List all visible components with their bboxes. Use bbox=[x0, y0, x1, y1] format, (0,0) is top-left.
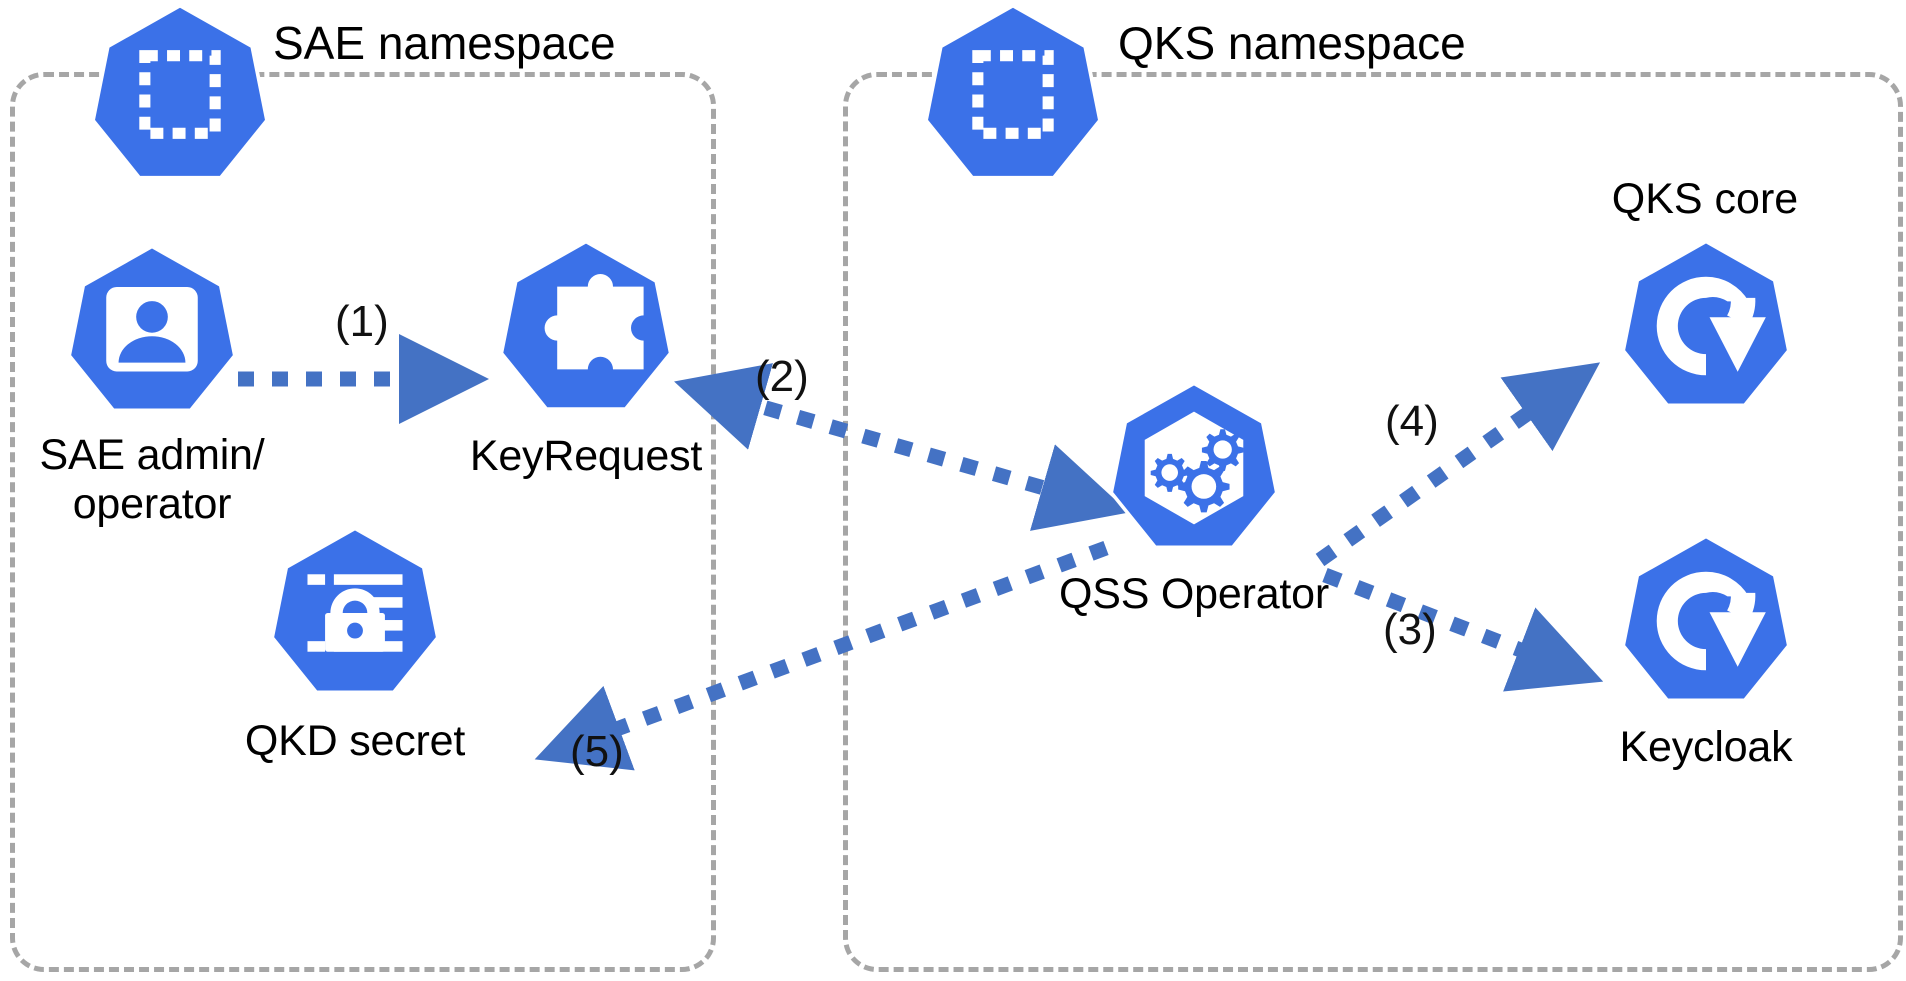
namespace-title-qks: QKS namespace bbox=[1118, 17, 1466, 69]
namespace-title-sae: SAE namespace bbox=[273, 17, 616, 69]
deployment-refresh-icon bbox=[1621, 239, 1791, 407]
node-label-keycloak: Keycloak bbox=[1619, 723, 1793, 771]
namespace-icon bbox=[924, 3, 1102, 180]
node-qkd-secret[interactable]: QKD secret bbox=[245, 525, 465, 766]
node-label-qks-core: QKS core bbox=[1611, 175, 1799, 223]
edge-label-4: (4) bbox=[1385, 397, 1439, 446]
node-label-qss-operator: QSS Operator bbox=[1058, 570, 1330, 618]
node-sae-admin[interactable]: SAE admin/ operator bbox=[39, 243, 265, 529]
node-keyrequest[interactable]: KeyRequest bbox=[470, 238, 702, 481]
puzzle-piece-icon bbox=[499, 239, 673, 411]
node-label-sae-admin: SAE admin/ operator bbox=[39, 431, 265, 529]
edge-label-2: (2) bbox=[755, 352, 809, 401]
gears-icon bbox=[1109, 381, 1279, 549]
namespace-icon-qks-wrapper bbox=[918, 2, 1108, 187]
namespace-icon-sae-wrapper bbox=[85, 2, 275, 187]
node-qks-core[interactable] bbox=[1616, 238, 1796, 414]
edge-label-3: (3) bbox=[1383, 605, 1437, 654]
node-label-keyrequest: KeyRequest bbox=[469, 432, 703, 480]
node-qss-operator[interactable]: QSS Operator bbox=[1059, 380, 1329, 619]
node-keycloak[interactable]: Keycloak bbox=[1616, 533, 1796, 772]
edge-label-1: (1) bbox=[335, 297, 389, 346]
secret-lock-icon bbox=[270, 526, 440, 694]
node-label-qkd-secret: QKD secret bbox=[244, 717, 466, 765]
namespace-icon bbox=[91, 3, 269, 180]
edge-label-5: (5) bbox=[570, 727, 624, 776]
deployment-refresh-icon bbox=[1621, 534, 1791, 702]
user-badge-icon bbox=[67, 244, 237, 412]
